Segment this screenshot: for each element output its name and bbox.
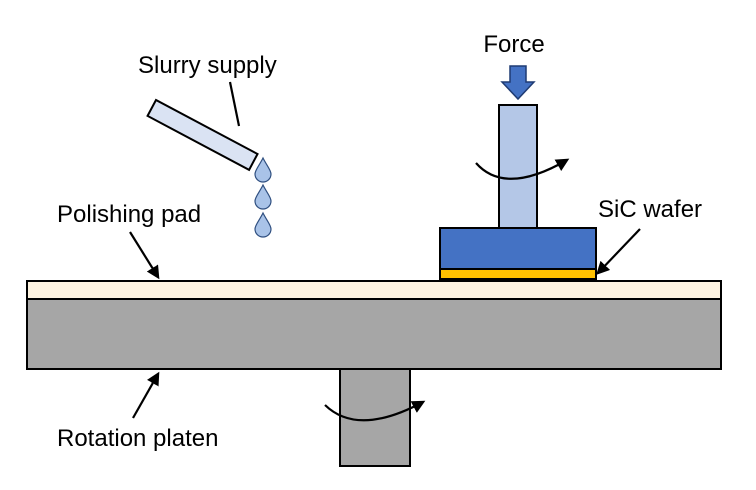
slurry-drop-icon <box>254 183 272 210</box>
carrier-rotation-arrow-icon <box>475 158 570 180</box>
polishing-pad-label: Polishing pad <box>57 201 201 228</box>
slurry-drop-icon <box>254 156 272 183</box>
carrier-head <box>439 227 597 270</box>
rotation-platen <box>26 297 722 370</box>
slurry-supply-tube <box>146 98 259 172</box>
force-arrow-icon <box>500 65 536 101</box>
slurry-supply-leader-line <box>228 81 241 127</box>
carrier-shaft <box>498 104 538 230</box>
sic-wafer-leader-arrow <box>596 228 641 275</box>
polishing-pad <box>26 280 722 300</box>
polishing-pad-leader-arrow <box>129 231 160 280</box>
rotation-platen-label: Rotation platen <box>57 425 218 452</box>
slurry-supply-label: Slurry supply <box>138 52 277 79</box>
slurry-drop-icon <box>254 211 272 238</box>
sic-wafer <box>439 268 597 280</box>
platen-spindle <box>339 367 411 467</box>
sic-wafer-label: SiC wafer <box>598 196 702 223</box>
rotation-platen-leader-arrow <box>132 371 160 419</box>
platen-rotation-arrow-icon <box>324 400 426 422</box>
force-label: Force <box>483 31 544 58</box>
